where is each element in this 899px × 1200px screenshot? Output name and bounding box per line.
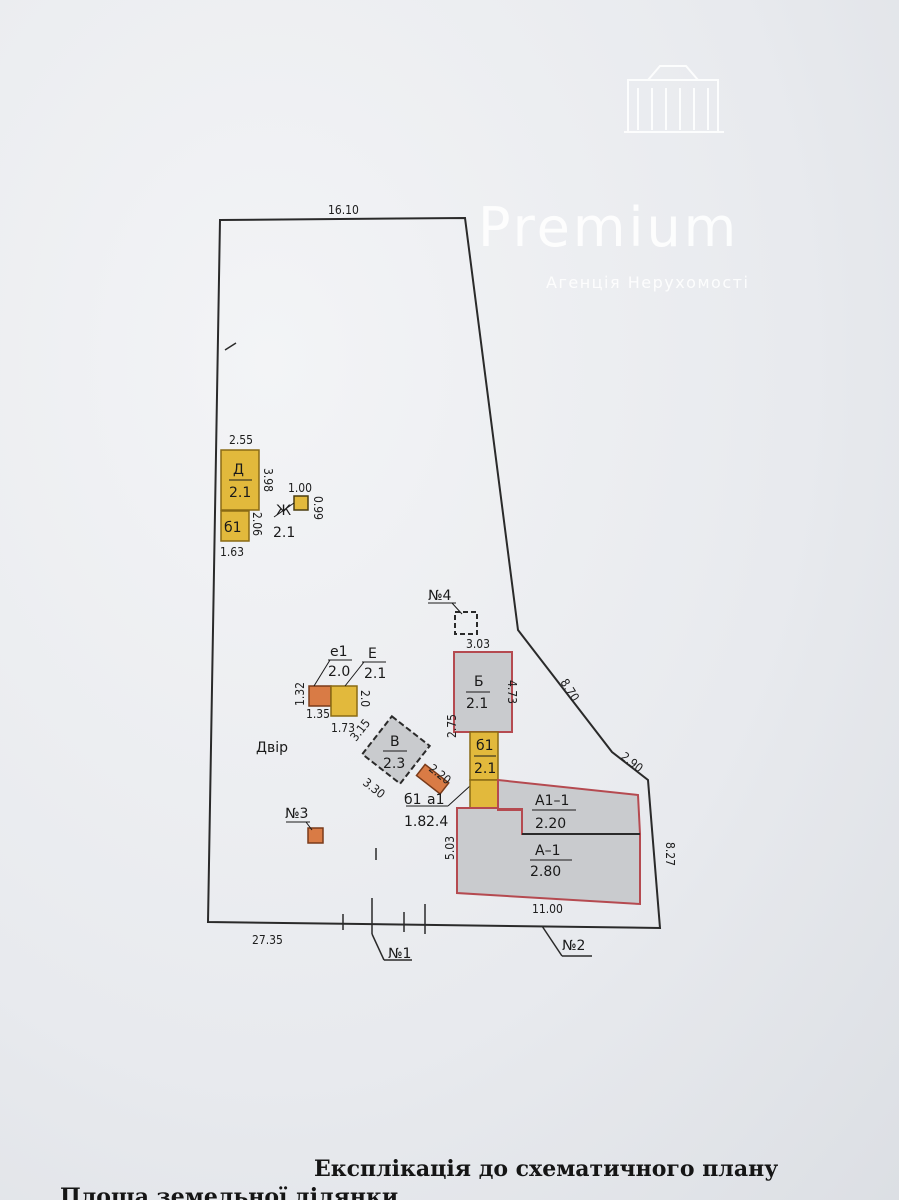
building-e-depth: 2.0: [358, 690, 372, 707]
building-b-height: 2.1: [466, 696, 488, 712]
building-b1b-depth: 2.75: [445, 714, 459, 738]
building-e1-depth: 1.32: [293, 682, 307, 706]
dim-bottom-right: 11.00: [532, 902, 563, 916]
building-d1-depth: 2.06: [250, 512, 264, 536]
building-zh-letter: Ж: [276, 503, 291, 519]
building-a1-height: 2.4: [426, 814, 448, 830]
building-zh-height: 2.1: [273, 525, 295, 541]
building-zh-width: 1.00: [288, 481, 312, 495]
building-d1-letter: б1: [224, 520, 242, 536]
building-e-height: 2.1: [364, 666, 386, 682]
building-e1-letter: е1: [330, 644, 348, 660]
building-v-letter: В: [390, 734, 400, 750]
building-b1-link: [469, 779, 499, 809]
building-b-depth: 4.73: [505, 680, 519, 704]
building-d-letter: Д: [233, 462, 244, 478]
building-zh: [293, 495, 309, 511]
building-d-width: 2.55: [229, 433, 253, 447]
dim-right: 8.27: [663, 842, 677, 866]
explication-caption: Експлікація до схематичного плану: [314, 1156, 778, 1182]
building-e-width: 1.73: [331, 721, 355, 735]
watermark-logo: Premium Агенція Нерухомості: [478, 65, 749, 292]
building-zh-depth: 0.99: [311, 496, 325, 520]
building-a11-height: 2.20: [535, 816, 566, 832]
building-e1-width: 1.35: [306, 707, 330, 721]
building-e-letter: Е: [368, 646, 377, 662]
building-b1b-letter: б1: [476, 738, 494, 754]
building-v-width: 3.30: [360, 775, 388, 801]
building-v-height: 2.3: [383, 756, 405, 772]
explication-caption-line2: Площа земельної ділянки: [60, 1184, 398, 1200]
marker-n4: №4: [428, 588, 452, 604]
building-b-width: 3.03: [466, 637, 490, 651]
building-b1-letter: б1: [404, 792, 422, 808]
gate-marks: [342, 848, 592, 961]
marker-n4-square: [454, 611, 478, 635]
marker-n2: №2: [562, 938, 585, 954]
dim-bottom: 27.35: [252, 933, 283, 947]
building-b1-height: 1.8: [404, 814, 426, 830]
building-v: [360, 714, 432, 786]
building-logo-icon: [624, 65, 724, 133]
building-e1-height: 2.0: [328, 664, 350, 680]
building-d-height: 2.1: [229, 485, 251, 501]
building-a1-letter: а1: [427, 792, 445, 808]
building-b1-porch: [415, 763, 450, 796]
marker-n1: №1: [388, 946, 411, 962]
building-d1: [220, 510, 250, 542]
plot-boundary: [206, 216, 662, 930]
building-d-depth: 3.98: [261, 468, 275, 492]
watermark-tagline: Агенція Нерухомості: [546, 273, 749, 292]
building-b-letter: Б: [474, 674, 484, 690]
marker-n3-square: [307, 827, 324, 844]
building-e: [330, 685, 358, 717]
building-d1-width: 1.63: [220, 545, 244, 559]
dim-top: 16.10: [328, 203, 359, 217]
building-a1-main-height: 2.80: [530, 864, 561, 880]
building-a1-main-letter: А–1: [535, 843, 560, 859]
marker-n3: №3: [285, 806, 308, 822]
building-a1-depth: 5.03: [443, 836, 457, 860]
building-b1b-height: 2.1: [474, 761, 496, 777]
building-a11-letter: А1–1: [535, 793, 569, 809]
dim-diag1: 8.70: [557, 676, 582, 704]
building-e1: [308, 685, 332, 707]
watermark-brand: Premium: [478, 196, 739, 259]
yard-label: Двір: [256, 740, 288, 756]
dim-diag2: 2.90: [618, 749, 646, 775]
